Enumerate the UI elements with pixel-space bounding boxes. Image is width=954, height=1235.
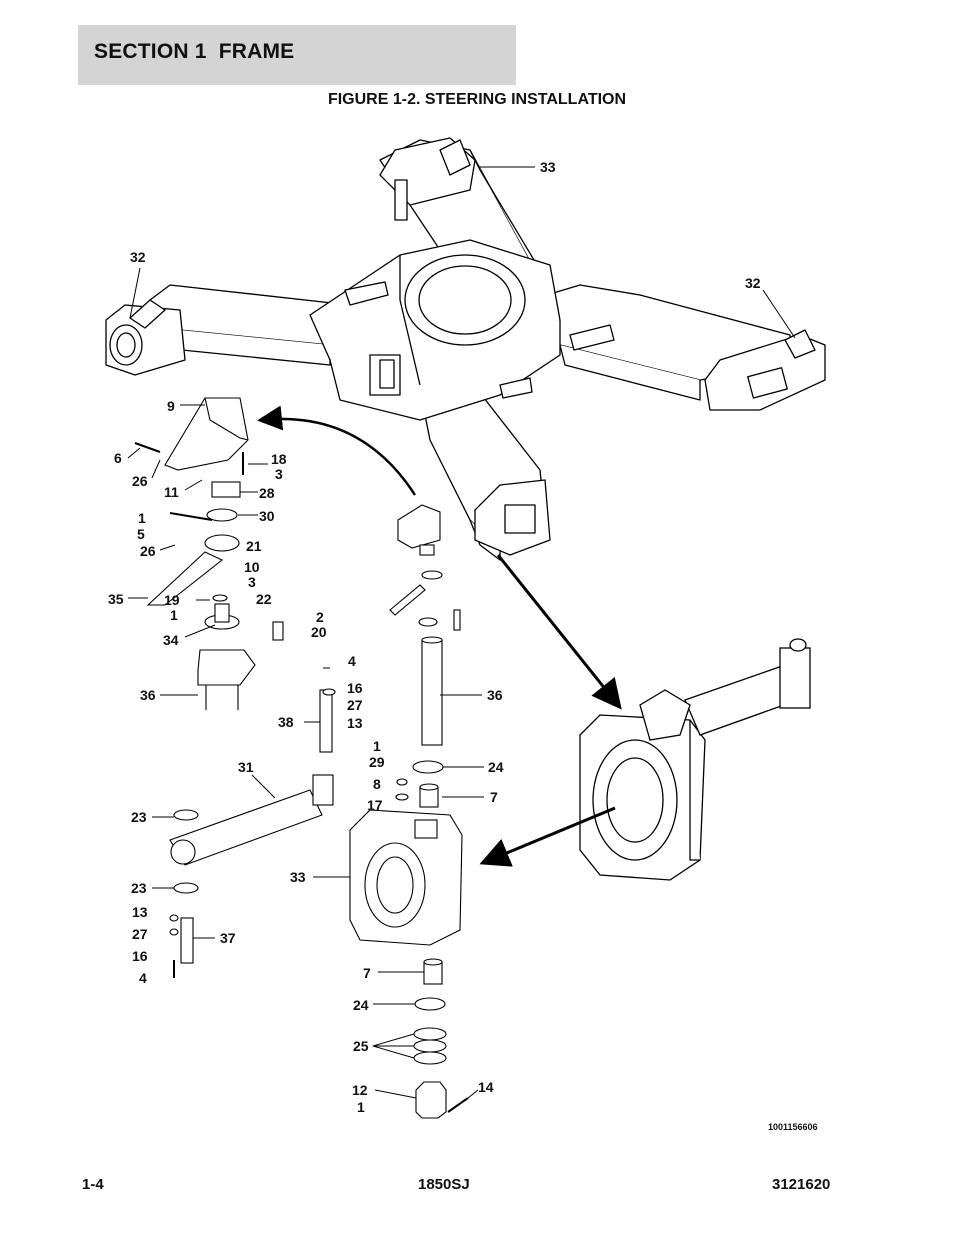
callout-16-a: 16 — [347, 680, 363, 696]
page-number: 1-4 — [82, 1176, 104, 1193]
callout-38: 38 — [278, 714, 294, 730]
callout-31: 31 — [238, 759, 254, 775]
callout-22: 22 — [256, 591, 272, 607]
callout-26-b: 26 — [140, 543, 156, 559]
center-exploded-assembly — [257, 405, 622, 746]
callout-13-a: 13 — [347, 715, 363, 731]
callout-3-b: 3 — [248, 574, 256, 590]
callout-14: 14 — [478, 1079, 494, 1095]
callout-leader-lines — [127, 166, 796, 1099]
callout-27-b: 27 — [132, 926, 148, 942]
callout-33-mid: 33 — [290, 869, 306, 885]
chassis-frame — [105, 137, 826, 561]
callout-32-left: 32 — [130, 249, 146, 265]
callout-34: 34 — [163, 632, 179, 648]
figure-title: FIGURE 1-2. STEERING INSTALLATION — [327, 91, 627, 108]
callout-37: 37 — [220, 930, 236, 946]
callout-24-b: 24 — [353, 997, 369, 1013]
callout-4-a: 4 — [348, 653, 356, 669]
callout-9: 9 — [167, 398, 175, 414]
callout-30: 30 — [259, 508, 275, 524]
callout-23-a: 23 — [131, 809, 147, 825]
callout-1-d: 1 — [357, 1099, 365, 1115]
callout-1-a: 1 — [138, 510, 146, 526]
callout-16-b: 16 — [132, 948, 148, 964]
section-title: SECTION 1 FRAME — [94, 40, 295, 63]
callout-5: 5 — [137, 526, 145, 542]
callout-19: 19 — [164, 592, 180, 608]
manual-number: 3121620 — [772, 1176, 831, 1193]
callout-29: 29 — [369, 754, 385, 770]
callout-25: 25 — [353, 1038, 369, 1054]
callout-20: 20 — [311, 624, 327, 640]
callout-24-a: 24 — [488, 759, 504, 775]
callout-7-a: 7 — [490, 789, 498, 805]
callout-4-b: 4 — [139, 970, 147, 986]
model-name: 1850SJ — [418, 1176, 470, 1193]
callout-13-b: 13 — [132, 904, 148, 920]
callout-36-a: 36 — [140, 687, 156, 703]
callout-1-b: 1 — [170, 607, 178, 623]
callout-7-b: 7 — [363, 965, 371, 981]
callout-33-top: 33 — [540, 159, 556, 175]
callout-3-a: 3 — [275, 466, 283, 482]
steering-knuckle-assembly — [349, 760, 469, 1119]
drawing-number: 1001156606 — [768, 1122, 818, 1132]
callout-21: 21 — [246, 538, 262, 554]
callout-2: 2 — [316, 609, 324, 625]
callout-36-b: 36 — [487, 687, 503, 703]
left-exploded-assembly — [134, 397, 336, 978]
callout-23-b: 23 — [131, 880, 147, 896]
callout-8: 8 — [373, 776, 381, 792]
section-header-band — [78, 25, 516, 85]
callout-35: 35 — [108, 591, 124, 607]
callout-12: 12 — [352, 1082, 368, 1098]
callout-32-right: 32 — [745, 275, 761, 291]
callout-labels: 33 32 32 9 6 26 11 18 3 28 1 30 5 26 21 … — [108, 159, 818, 1132]
callout-11: 11 — [164, 484, 179, 500]
callout-27-a: 27 — [347, 697, 363, 713]
callout-10: 10 — [244, 559, 260, 575]
callout-6: 6 — [114, 450, 122, 466]
knuckle-detail-view — [479, 638, 811, 881]
callout-18: 18 — [271, 451, 287, 467]
callout-17: 17 — [367, 797, 383, 813]
callout-28: 28 — [259, 485, 275, 501]
callout-26-a: 26 — [132, 473, 148, 489]
callout-1-c: 1 — [373, 738, 381, 754]
